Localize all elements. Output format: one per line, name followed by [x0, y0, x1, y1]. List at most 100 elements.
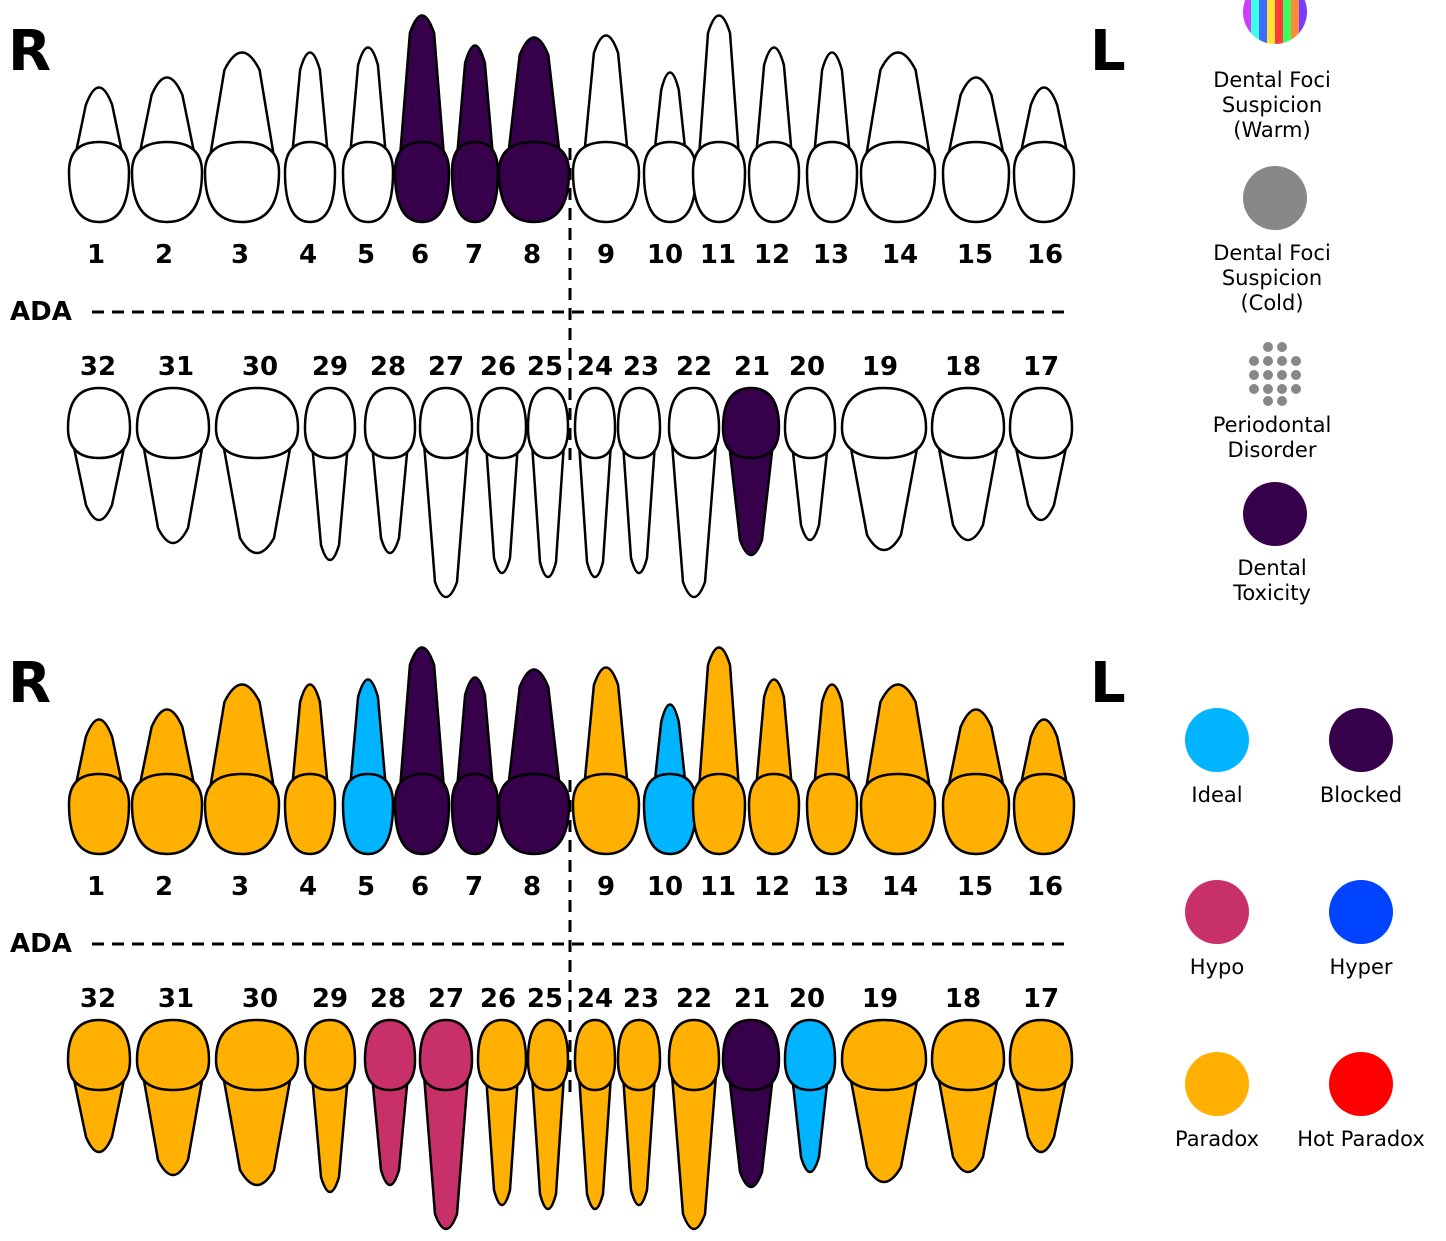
- tooth-root: [729, 443, 773, 555]
- blocked-label: Blocked: [1301, 783, 1421, 808]
- tooth-root: [508, 38, 560, 158]
- tooth-root: [312, 1075, 348, 1192]
- tooth-crown: [943, 774, 1009, 854]
- tooth: [69, 88, 129, 223]
- tooth-root: [223, 1075, 291, 1185]
- tooth-crown: [528, 388, 568, 458]
- tooth: [420, 1020, 472, 1229]
- tooth-root: [532, 443, 564, 577]
- tooth-crown: [68, 388, 130, 458]
- tooth-number: 19: [862, 352, 898, 382]
- tooth-number: 3: [231, 872, 249, 902]
- tooth-number: 29: [312, 352, 348, 382]
- tooth: [68, 1020, 130, 1152]
- tooth-number: 18: [945, 352, 981, 382]
- tooth-number: 29: [312, 984, 348, 1014]
- tooth-number: 22: [676, 984, 712, 1014]
- tooth-crown: [669, 1020, 719, 1090]
- hypo-swatch: [1185, 880, 1249, 944]
- tooth-number: 12: [754, 240, 790, 270]
- tooth: [205, 53, 279, 223]
- tooth-number: 31: [158, 352, 194, 382]
- tooth: [285, 685, 335, 855]
- tooth-crown: [644, 774, 696, 854]
- tooth: [132, 710, 202, 855]
- tooth-crown: [285, 142, 335, 222]
- tooth-crown: [1014, 142, 1074, 222]
- tooth-root: [699, 648, 739, 790]
- tooth-number: 16: [1027, 240, 1063, 270]
- tooth-number: 21: [734, 352, 770, 382]
- tooth-crown: [618, 388, 660, 458]
- tooth-root: [756, 680, 792, 790]
- tooth: [785, 388, 835, 540]
- tooth-crown: [785, 1020, 835, 1090]
- tooth-crown: [842, 388, 926, 458]
- paradox-label: Paradox: [1157, 1127, 1277, 1152]
- tooth: [395, 648, 449, 855]
- tooth: [575, 1020, 615, 1209]
- tooth: [69, 720, 129, 855]
- tooth: [785, 1020, 835, 1172]
- tooth: [644, 705, 696, 855]
- tooth-number: 10: [647, 872, 683, 902]
- hyper-label: Hyper: [1301, 955, 1421, 980]
- tooth-crown: [528, 1020, 568, 1090]
- tooth: [723, 1020, 779, 1187]
- tooth-number: 13: [813, 872, 849, 902]
- tooth: [618, 388, 660, 573]
- tooth-root: [672, 1075, 716, 1229]
- tooth: [365, 1020, 415, 1185]
- tooth-root: [372, 443, 408, 553]
- tooth-number: 23: [623, 352, 659, 382]
- tooth: [807, 53, 857, 223]
- hypo-label: Hypo: [1157, 955, 1277, 980]
- tooth-number: 25: [527, 984, 563, 1014]
- toxicity-label: Dental Toxicity: [1172, 556, 1372, 606]
- tooth-number: 24: [577, 352, 613, 382]
- tooth-crown: [68, 1020, 130, 1090]
- tooth: [499, 670, 569, 855]
- tooth-number: 13: [813, 240, 849, 270]
- tooth-root: [486, 443, 518, 573]
- tooth-crown: [305, 388, 355, 458]
- tooth: [618, 1020, 660, 1205]
- tooth-root: [672, 443, 716, 597]
- tooth-crown: [575, 1020, 615, 1090]
- tooth-crown: [452, 774, 498, 854]
- tooth-number: 32: [80, 984, 116, 1014]
- ada-label: ADA: [10, 929, 72, 959]
- tooth-root: [508, 670, 560, 790]
- tooth-number: 2: [155, 240, 173, 270]
- tooth-root: [584, 668, 628, 790]
- tooth-crown: [943, 142, 1009, 222]
- tooth-number: 5: [357, 240, 375, 270]
- periodontal-label: Periodontal Disorder: [1172, 413, 1372, 463]
- tooth: [669, 388, 719, 597]
- tooth-root: [623, 1075, 655, 1205]
- tooth-number: 17: [1023, 984, 1059, 1014]
- tooth-number: 9: [597, 872, 615, 902]
- tooth-root: [312, 443, 348, 560]
- tooth-root: [532, 1075, 564, 1209]
- paradox-swatch: [1185, 1052, 1249, 1116]
- tooth-number: 30: [242, 984, 278, 1014]
- tooth-number: 12: [754, 872, 790, 902]
- upper-tooth-numbers: 12345678910111213141516: [87, 872, 1063, 902]
- tooth-crown: [932, 388, 1004, 458]
- tooth-crown: [395, 774, 449, 854]
- tooth-number: 20: [789, 352, 825, 382]
- tooth: [842, 1020, 926, 1182]
- right-side-label: R: [8, 651, 51, 716]
- tooth: [499, 38, 569, 223]
- tooth-number: 9: [597, 240, 615, 270]
- tooth-root: [372, 1075, 408, 1185]
- tooth: [528, 388, 568, 577]
- tooth: [137, 388, 209, 543]
- tooth: [943, 78, 1009, 223]
- tooth: [1014, 720, 1074, 855]
- tooth-number: 2: [155, 872, 173, 902]
- tooth-number: 8: [523, 240, 541, 270]
